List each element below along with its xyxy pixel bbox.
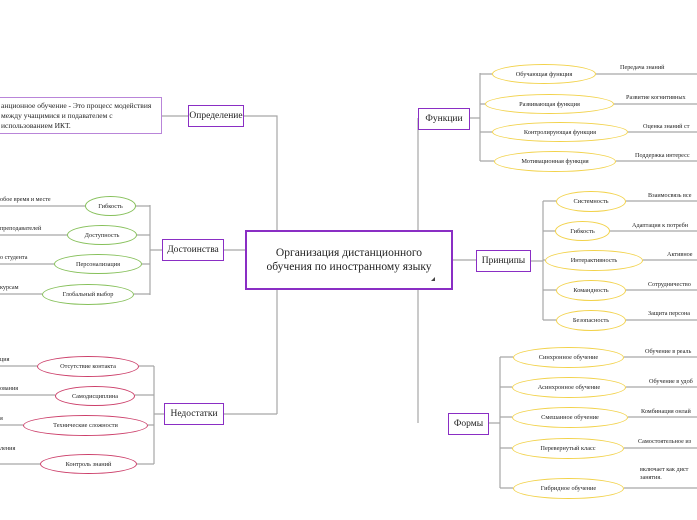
function-item[interactable]: Обучающая функция [492,64,596,84]
advantage-item-label: Гибкость [98,202,123,210]
disadvantage-item[interactable]: Технические сложности [23,415,148,436]
principle-detail[interactable]: Сотрудничество [648,281,691,288]
function-item[interactable]: Развивающая функция [485,94,614,114]
advantage-item-label: Доступность [84,231,120,239]
principle-item-label: Безопасность [572,317,610,324]
form-detail[interactable]: Обучение в реаль [645,348,692,355]
principle-detail[interactable]: Активное [667,251,693,258]
branch-disadvantages[interactable]: Недостатки [164,403,224,425]
function-detail[interactable]: Поддержка интересс [635,152,690,159]
branch-principles-label: Принципы [481,256,526,266]
principle-item-label: Системность [573,198,609,205]
advantage-detail[interactable]: обое время и месте [0,196,51,203]
principle-item-label: Интерактивность [570,257,618,264]
disadvantage-item-label: Технические сложности [53,422,118,429]
advantage-detail[interactable]: преподавателей [0,225,42,232]
principle-detail[interactable]: Адаптация к потребн [632,222,689,229]
form-item[interactable]: Синхронное обучение [513,347,624,368]
form-item[interactable]: Гибридное обучение [513,478,624,499]
branch-definition[interactable]: Определение [188,105,244,127]
disadvantage-item-label: Контроль знаний [65,460,112,468]
disadvantage-item[interactable]: Отсутствие контакта [37,356,139,377]
branch-forms[interactable]: Формы [448,413,489,435]
central-topic-title: Организация дистанционного обучения по и… [266,247,432,273]
form-item[interactable]: Асинхронное обучение [512,377,626,398]
principle-item[interactable]: Безопасность [556,310,626,331]
form-detail[interactable]: Самостоятельное из [638,438,692,445]
disadvantage-detail[interactable]: я [0,415,3,422]
function-item-label: Развивающая функция [519,100,580,108]
principle-item[interactable]: Гибкость [555,221,610,241]
branch-advantages[interactable]: Достоинства [162,239,224,261]
function-item-label: Обучающая функция [515,70,573,78]
principle-detail[interactable]: Защита персона [648,310,691,317]
form-item-label: Асинхронное обучение [537,384,601,391]
principle-detail[interactable]: Взаимосвязь все [648,192,692,199]
disadvantage-item-label: Отсутствие контакта [60,363,116,370]
branch-principles[interactable]: Принципы [476,250,531,272]
advantage-item[interactable]: Доступность [67,225,137,245]
principle-item-label: Гибкость [570,227,595,235]
branch-advantages-label: Достоинства [167,245,219,255]
branch-functions[interactable]: Функции [418,108,470,130]
central-topic[interactable]: Организация дистанционного обучения по и… [245,230,453,290]
form-detail[interactable]: включает как дист занятия. [640,466,689,481]
function-item[interactable]: Мотивационная функция [494,151,616,172]
form-item[interactable]: Смешанное обучение [512,407,628,428]
disadvantage-detail[interactable]: ция [0,356,10,363]
advantage-detail[interactable]: курсам [0,284,19,291]
advantage-item[interactable]: Персонализация [54,254,142,274]
disadvantage-item[interactable]: Самодисциплина [55,386,135,406]
form-item-label: Синхронное обучение [538,354,599,361]
form-item[interactable]: Перевернутый класс [512,438,624,459]
branch-functions-label: Функции [425,114,463,124]
disadvantage-item[interactable]: Контроль знаний [40,454,137,474]
advantage-item[interactable]: Гибкость [85,196,136,216]
advantage-item[interactable]: Глобальный выбор [42,284,134,305]
form-item-label: Гибридное обучение [540,485,597,492]
branch-definition-label: Определение [189,111,243,121]
disadvantage-detail[interactable]: ления [0,445,16,452]
form-item-label: Перевернутый класс [540,445,596,452]
advantage-item-label: Персонализация [75,260,121,268]
advantage-detail[interactable]: о студента [0,254,28,261]
function-item-label: Контролирующая функция [523,128,597,136]
function-item[interactable]: Контролирующая функция [492,122,628,142]
function-detail[interactable]: Передача знаний [620,64,665,71]
principle-item[interactable]: Командность [556,280,626,301]
definition-text: анционное обучение - Это процесс модейст… [1,100,152,130]
form-detail[interactable]: Комбинация онлай [641,408,691,415]
principle-item-label: Командность [573,287,609,294]
form-detail[interactable]: Обучение в удоб [649,378,693,385]
advantage-item-label: Глобальный выбор [62,291,114,298]
function-item-label: Мотивационная функция [521,158,589,165]
form-item-label: Смешанное обучение [541,414,599,421]
disadvantage-detail[interactable]: ования [0,385,19,392]
function-detail[interactable]: Развитие когнитивных [626,94,686,101]
resize-corner-icon[interactable] [431,277,435,281]
definition-text-box[interactable]: анционное обучение - Это процесс модейст… [0,97,162,134]
function-detail[interactable]: Оценка знаний ст [643,123,690,130]
branch-disadvantages-label: Недостатки [170,409,218,419]
principle-item[interactable]: Интерактивность [545,250,643,271]
principle-item[interactable]: Системность [556,191,626,212]
branch-forms-label: Формы [453,419,484,429]
disadvantage-item-label: Самодисциплина [71,392,119,400]
